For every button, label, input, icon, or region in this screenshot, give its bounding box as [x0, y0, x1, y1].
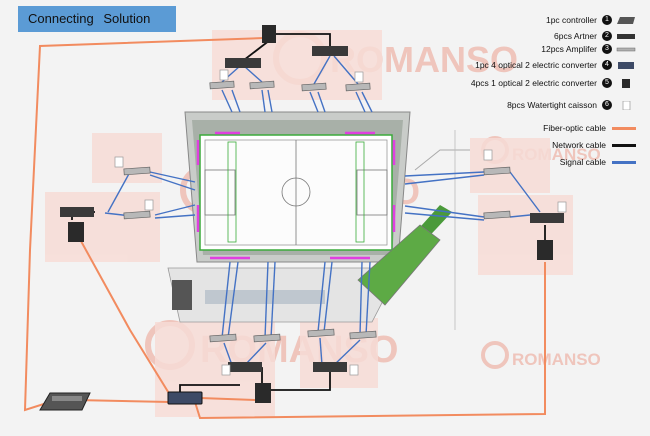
artner-icon: [312, 46, 348, 56]
page-title: Connecting Solution: [18, 6, 176, 32]
signal-cables: [104, 55, 541, 366]
legend-row-converter-1-2: 4pcs 1 optical 2 electric converter 5: [471, 76, 636, 90]
amplifier-icon: [253, 333, 281, 343]
amplifier-icon: [307, 328, 335, 338]
amplifier-icon: [123, 166, 151, 176]
controller-icon: [39, 392, 91, 411]
converter-1-2-icon: [622, 78, 630, 88]
converter-1-2-icon: [262, 25, 276, 43]
amplifier-icon: [349, 330, 377, 340]
amplifier-icon: [301, 82, 327, 92]
watermark-lower-right: ROMANSO: [512, 350, 601, 369]
controller-icon: [617, 16, 635, 24]
artner-icon: [60, 207, 94, 217]
zone-right: [478, 195, 573, 275]
legend-number: 6: [602, 100, 612, 110]
legend-row-artner: 6pcs Artner 2: [554, 29, 636, 43]
zone-left: [45, 192, 160, 262]
legend-label: 1pc 4 optical 2 electric converter: [475, 60, 597, 70]
signal-swatch: [612, 160, 636, 164]
legend-row-amplifier: 12pcs Amplifer 3: [541, 42, 636, 56]
caisson-icon: [221, 364, 231, 376]
legend-label: 12pcs Amplifer: [541, 44, 597, 54]
network-swatch: [612, 143, 636, 147]
artner-icon: [313, 362, 347, 372]
legend-row-controller: 1pc controller 1: [546, 13, 636, 27]
legend-label: Network cable: [552, 140, 606, 150]
caisson-icon: [354, 71, 364, 83]
artner-icon: [228, 362, 262, 372]
legend-number: 4: [602, 60, 612, 70]
legend-label: 4pcs 1 optical 2 electric converter: [470, 78, 597, 88]
amplifier-icon: [616, 47, 636, 51]
legend-row-fiber: Fiber-optic cable: [543, 121, 636, 135]
legend-number: 1: [602, 15, 612, 25]
zone-bottom-right: [300, 318, 378, 388]
converter-1-2-icon: [537, 240, 553, 260]
amplifier-icon: [209, 333, 237, 343]
amplifier-icon: [249, 80, 275, 90]
artner-icon: [530, 213, 564, 223]
fiber-optic-swatch: [612, 126, 636, 130]
legend-row-network: Network cable: [552, 138, 636, 152]
converter-4-2-icon: [618, 61, 634, 69]
caisson-icon: [114, 156, 124, 168]
fiber-optic-cables: [23, 37, 546, 420]
legend-label: Signal cable: [559, 157, 606, 167]
legend-label: 1pc controller: [545, 15, 597, 25]
amplifier-icon: [483, 210, 511, 220]
caisson-icon: [349, 364, 359, 376]
converter-4-2-icon: [167, 391, 203, 405]
caisson-icon: [557, 201, 567, 213]
zone-right-upper: [470, 138, 550, 193]
caisson-icon: [219, 69, 229, 81]
converter-1-2-icon: [68, 222, 84, 242]
legend-label: 6pcs Artner: [554, 31, 597, 41]
legend-row-signal: Signal cable: [560, 155, 636, 169]
artner-icon: [617, 33, 635, 39]
legend-number: 5: [602, 78, 612, 88]
amplifier-icon: [483, 166, 511, 176]
legend-row-caisson: 8pcs Watertight caisson 6: [507, 98, 636, 112]
devices: [39, 25, 567, 411]
caisson-icon: [144, 199, 154, 211]
amplifier-icon: [209, 80, 235, 90]
legend-number: 2: [602, 31, 612, 41]
legend-label: Fiber-optic cable: [543, 123, 606, 133]
amplifier-icon: [123, 210, 151, 220]
converter-1-2-icon: [255, 383, 271, 403]
legend-label: 8pcs Watertight caisson: [507, 100, 597, 110]
stadium-plan: [167, 111, 470, 330]
caisson-icon: [622, 100, 631, 110]
caisson-icon: [483, 149, 493, 161]
amplifier-icon: [345, 82, 371, 92]
legend-row-converter-4-2: 1pc 4 optical 2 electric converter 4: [475, 58, 636, 72]
legend-number: 3: [602, 44, 612, 54]
artner-icon: [225, 58, 261, 68]
